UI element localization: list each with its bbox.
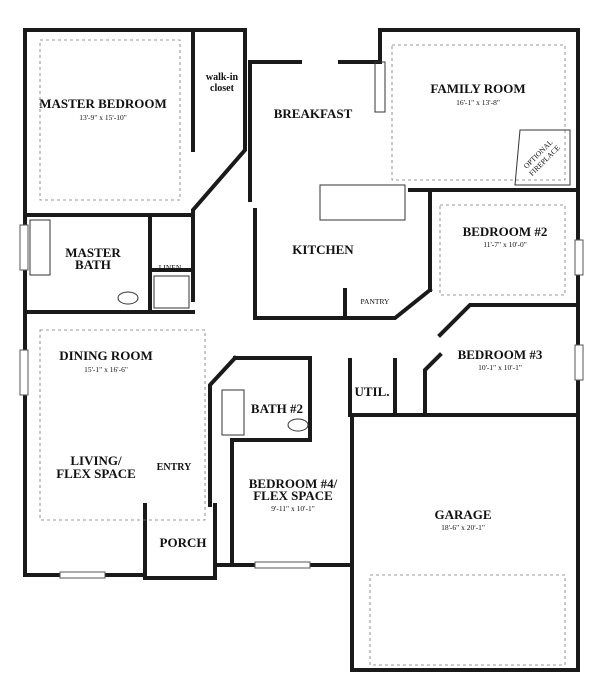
dining-room-label: DINING ROOM [59,348,153,363]
bath2-label: BATH #2 [251,401,303,416]
family-room-dims: 16'-1" x 13'-8" [456,98,500,107]
bedroom4-label-1: BEDROOM #4/ [249,476,338,491]
master-bedroom-label: MASTER BEDROOM [39,96,166,111]
bedroom3-label: BEDROOM #3 [458,347,543,362]
walk-in-closet-label-1: walk-in [206,72,239,83]
bedroom4-dims: 9'-11" x 10'-1" [271,504,315,513]
walk-in-closet-label-2: closet [210,83,235,94]
porch-label: PORCH [160,535,207,550]
garage-dims: 18'-6" x 20'-1" [441,523,485,532]
bedroom3-dims: 10'-1" x 10'-1" [478,363,522,372]
family-room-label: FAMILY ROOM [430,81,525,96]
master-bath-label-1: MASTER [65,245,121,260]
living-label-1: LIVING/ [70,453,122,468]
entry-label: ENTRY [157,462,192,473]
master-bedroom-dims: 13'-9" x 15'-10" [79,113,127,122]
bedroom4-label-2: FLEX SPACE [253,488,333,503]
util-label: UTIL. [354,384,389,399]
living-label-2: FLEX SPACE [56,466,136,481]
garage-label: GARAGE [434,507,491,522]
breakfast-label: BREAKFAST [274,106,353,121]
pantry-label: PANTRY [361,297,390,306]
master-bath-label-2: BATH [75,257,111,272]
bedroom2-label: BEDROOM #2 [463,224,548,239]
dining-room-dims: 15'-1" x 16'-6" [84,365,128,374]
optional-fireplace-label: OPTIONAL FIREPLACE [522,137,562,177]
bedroom2-dims: 11'-7" x 10'-0" [483,240,527,249]
linen-label: LINEN [159,263,182,272]
details [19,39,584,666]
kitchen-label: KITCHEN [292,242,354,257]
